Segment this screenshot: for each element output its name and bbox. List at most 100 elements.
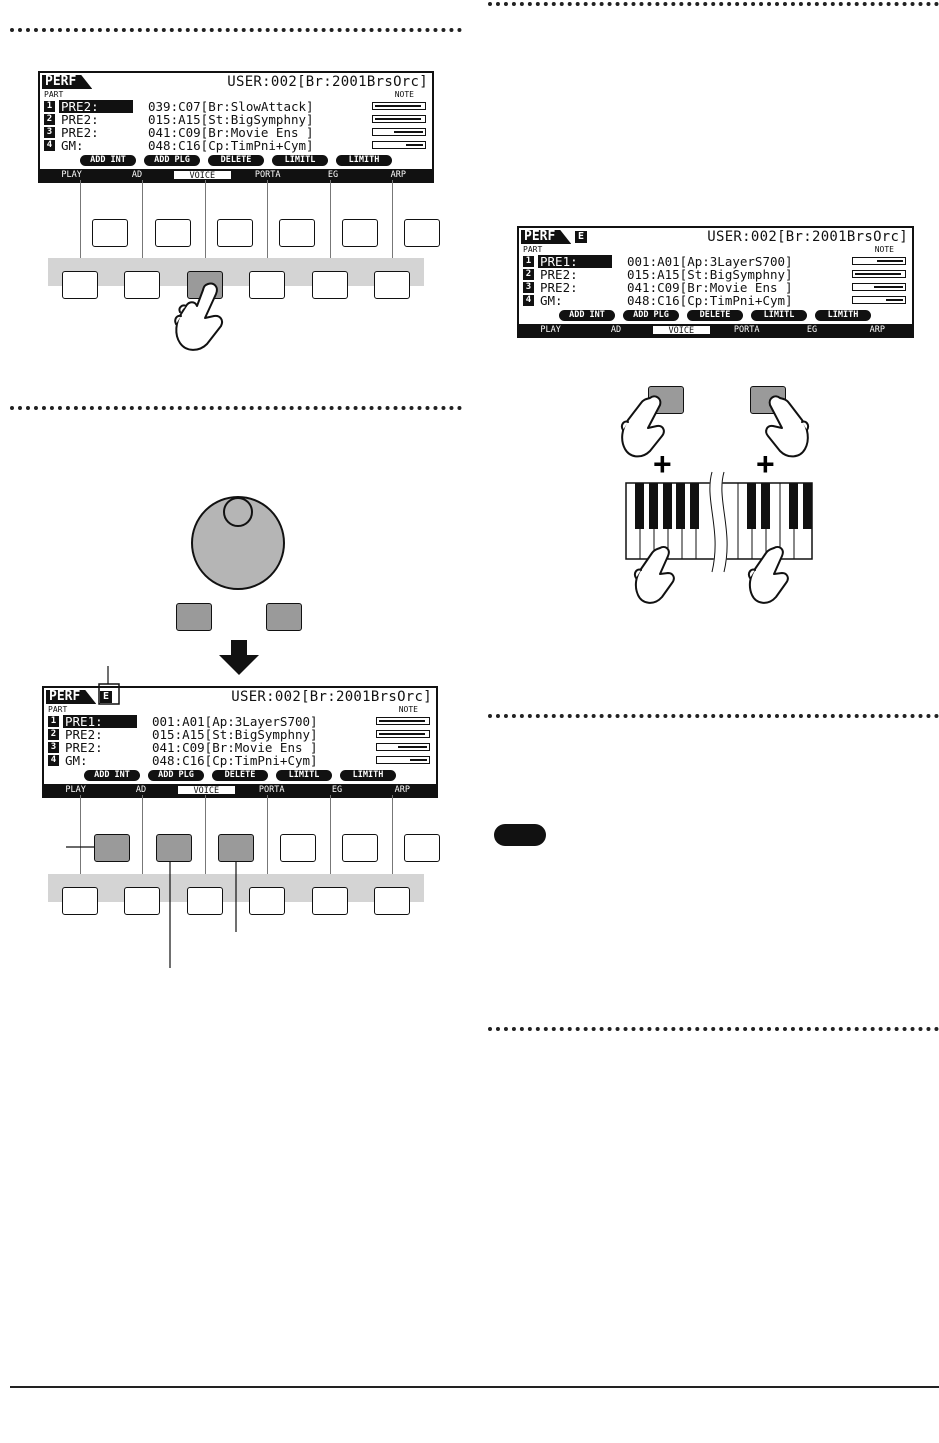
function-button-1[interactable] (62, 271, 98, 299)
connector-line (142, 180, 143, 258)
note-range-bar (376, 717, 430, 725)
section-divider (10, 28, 462, 32)
tab-play[interactable]: PLAY (65, 785, 86, 795)
function-button-6[interactable] (374, 271, 410, 299)
tab-ad[interactable]: AD (135, 785, 147, 795)
function-button-5[interactable] (312, 887, 348, 915)
part-header: PART (48, 705, 68, 714)
sub-function-button-2-highlighted[interactable] (156, 834, 192, 862)
note-range-fill (886, 299, 903, 301)
sub-function-button-2[interactable] (155, 219, 191, 247)
function-button-4[interactable] (249, 887, 285, 915)
connector-line (392, 180, 393, 258)
part-voice: 001:A01[Ap:3LayerS700] (152, 714, 318, 729)
inc-yes-button[interactable] (266, 603, 302, 631)
tab-eg[interactable]: EG (806, 325, 818, 335)
tab-voice[interactable]: VOICE (651, 325, 711, 336)
part-number: 4 (48, 755, 59, 766)
note-header: NOTE (398, 705, 418, 714)
function-label-add-plg: ADD PLG (144, 155, 200, 166)
note-range-bar (852, 257, 906, 265)
data-dial-icon (191, 496, 285, 590)
function-button-1[interactable] (62, 887, 98, 915)
function-label-limith: LIMITH (815, 310, 871, 321)
function-button-5[interactable] (312, 271, 348, 299)
function-label-limitl: LIMITL (751, 310, 807, 321)
sub-function-button-3-highlighted[interactable] (218, 834, 254, 862)
note-range-bar (376, 756, 430, 764)
dec-no-button[interactable] (176, 603, 212, 631)
edit-indicator-icon: E (100, 691, 112, 703)
tab-voice[interactable]: VOICE (176, 785, 236, 796)
tab-porta[interactable]: PORTA (254, 170, 281, 180)
part-voice: 048:C16[Cp:TimPni+Cym] (152, 753, 318, 768)
note-range-bar (852, 296, 906, 304)
part-voice: 001:A01[Ap:3LayerS700] (627, 254, 793, 269)
tab-play[interactable]: PLAY (61, 170, 82, 180)
connector-line (330, 180, 331, 258)
note-range-bar (852, 283, 906, 291)
tab-arp[interactable]: ARP (394, 785, 410, 795)
edit-indicator-icon: E (575, 231, 587, 243)
part-number: 1 (44, 101, 55, 112)
sub-function-button-5[interactable] (342, 219, 378, 247)
note-range-bar (372, 102, 426, 110)
tab-ad[interactable]: AD (610, 325, 622, 335)
sub-function-button-1-highlighted[interactable] (94, 834, 130, 862)
part-number: 2 (523, 269, 534, 280)
sub-function-button-4[interactable] (279, 219, 315, 247)
tab-arp[interactable]: ARP (390, 170, 406, 180)
note-range-bar (376, 730, 430, 738)
note-range-fill (406, 144, 423, 146)
tab-eg[interactable]: EG (331, 785, 343, 795)
part-bank: GM: (65, 753, 88, 768)
sub-function-button-6[interactable] (404, 834, 440, 862)
part-bank: PRE2: (65, 727, 103, 742)
function-button-4[interactable] (249, 271, 285, 299)
tab-porta[interactable]: PORTA (733, 325, 760, 335)
sub-function-button-3[interactable] (217, 219, 253, 247)
callout-lines (66, 666, 237, 968)
part-number: 4 (44, 140, 55, 151)
sub-function-button-5[interactable] (342, 834, 378, 862)
function-button-2[interactable] (124, 271, 160, 299)
tab-voice[interactable]: VOICE (172, 170, 232, 181)
note-range-fill (375, 105, 421, 107)
connector-line (142, 795, 143, 874)
tab-porta[interactable]: PORTA (258, 785, 285, 795)
function-button-2[interactable] (124, 887, 160, 915)
sub-function-button-4[interactable] (280, 834, 316, 862)
tab-bar: PLAY AD VOICE PORTA EG ARP (519, 324, 912, 336)
part-number: 3 (44, 127, 55, 138)
tab-ad[interactable]: AD (131, 170, 143, 180)
function-button-3[interactable] (187, 887, 223, 915)
tab-eg[interactable]: EG (327, 170, 339, 180)
connector-line (80, 795, 81, 874)
sub-function-button-6[interactable] (404, 219, 440, 247)
connector-line (392, 795, 393, 874)
connector-line (80, 180, 81, 258)
sub-function-button-1[interactable] (92, 219, 128, 247)
connector-line (205, 795, 206, 874)
tab-arp[interactable]: ARP (869, 325, 885, 335)
part-voice: 041:C09[Br:Movie Ens ] (152, 740, 318, 755)
plus-symbol: + (756, 446, 775, 482)
function-button-6[interactable] (374, 887, 410, 915)
perf-mode-label: PERF (46, 690, 97, 704)
part-number: 1 (523, 256, 534, 267)
tab-play[interactable]: PLAY (540, 325, 561, 335)
section-divider (10, 406, 462, 410)
part-bank: PRE1: (63, 715, 137, 728)
part-bank: PRE2: (59, 100, 133, 113)
lcd-screen-right: PERF E USER:002[Br:2001BrsOrc] PART NOTE… (517, 226, 914, 338)
hand-press-icon (620, 395, 665, 458)
part-header: PART (523, 245, 543, 254)
note-range-fill (877, 260, 903, 262)
